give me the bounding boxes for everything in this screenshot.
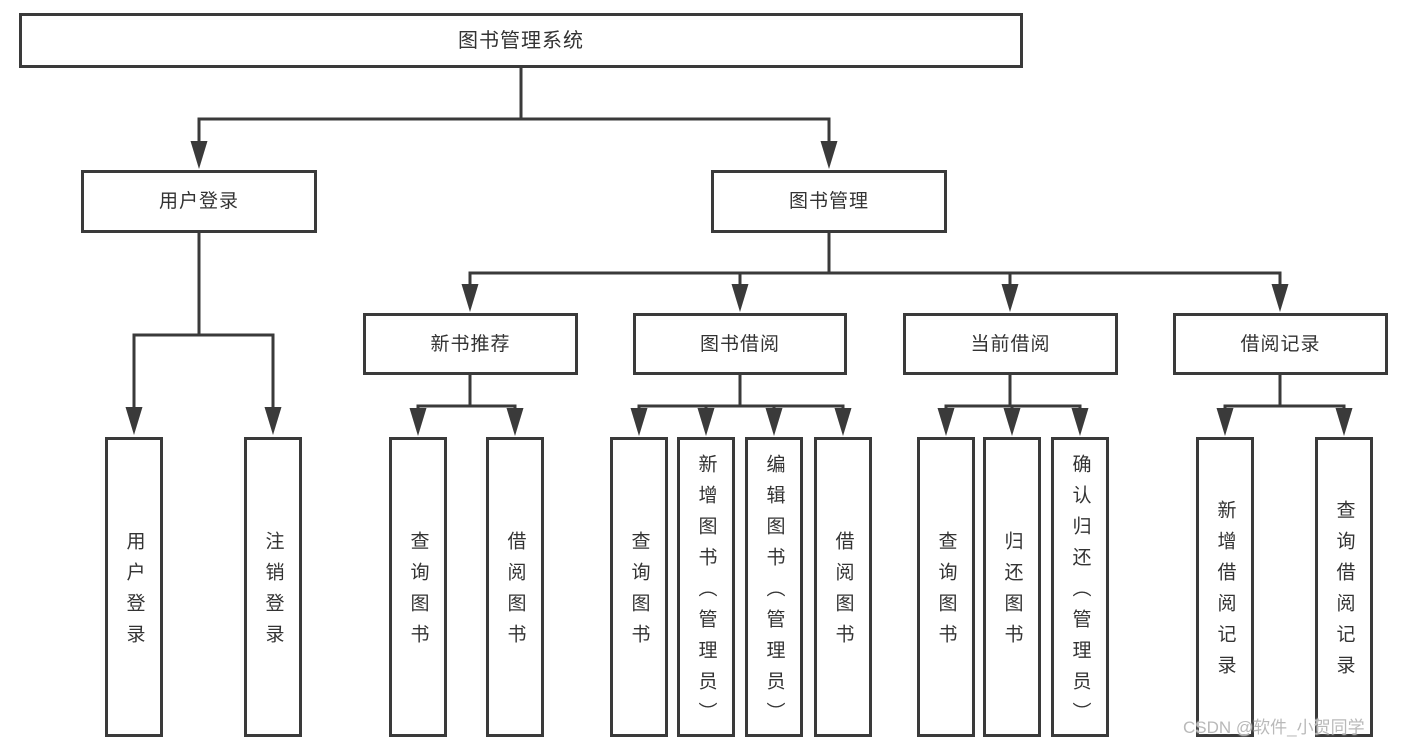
node-label: 图书管理: [788, 191, 869, 212]
arrowhead-icons: [125, 141, 1353, 436]
leaf-query-books-current: 查询图书: [917, 437, 975, 737]
leaf-query-books-borrow: 查询图书: [610, 437, 668, 737]
node-label: 查询借阅记录: [1333, 500, 1355, 686]
leaf-query-books-recommend: 查询图书: [389, 437, 447, 737]
node-book-management: 图书管理: [711, 170, 947, 233]
node-label: 用户登录: [158, 191, 239, 212]
leaf-edit-books-admin: 编辑图书（管理员）: [745, 437, 803, 737]
node-borrowing-records: 借阅记录: [1173, 313, 1388, 375]
node-new-book-recommend: 新书推荐: [363, 313, 578, 375]
leaf-add-borrow-record: 新增借阅记录: [1196, 437, 1254, 737]
node-book-borrowing: 图书借阅: [633, 313, 847, 375]
leaf-logout: 注销登录: [244, 437, 302, 737]
leaf-confirm-return-admin: 确认归还（管理员）: [1051, 437, 1109, 737]
leaf-borrow-books: 借阅图书: [814, 437, 872, 737]
node-label: 图书借阅: [699, 333, 780, 355]
node-user-login: 用户登录: [81, 170, 317, 233]
leaf-add-books-admin: 新增图书（管理员）: [677, 437, 735, 737]
node-label: 新增图书（管理员）: [695, 453, 717, 733]
leaf-query-borrow-record: 查询借阅记录: [1315, 437, 1373, 737]
node-current-borrowing: 当前借阅: [903, 313, 1118, 375]
node-label: 编辑图书（管理员）: [763, 453, 785, 733]
leaf-return-books: 归还图书: [983, 437, 1041, 737]
leaf-borrow-books-recommend: 借阅图书: [486, 437, 544, 737]
node-label: 借阅图书: [832, 531, 854, 655]
node-label: 图书管理系统: [458, 29, 584, 52]
node-label: 借阅记录: [1240, 333, 1321, 355]
node-label: 借阅图书: [504, 531, 526, 655]
node-label: 当前借阅: [970, 333, 1051, 355]
node-label: 用户登录: [123, 531, 145, 655]
node-label: 注销登录: [262, 531, 284, 655]
node-label: 新增借阅记录: [1214, 500, 1236, 686]
node-label: 查询图书: [628, 531, 650, 655]
watermark: CSDN @软件_小贺同学: [1183, 718, 1365, 737]
node-label: 确认归还（管理员）: [1069, 453, 1091, 733]
node-label: 新书推荐: [430, 333, 511, 355]
node-library-management-system: 图书管理系统: [19, 13, 1023, 68]
leaf-user-login: 用户登录: [105, 437, 163, 737]
node-label: 归还图书: [1001, 531, 1023, 655]
node-label: 查询图书: [935, 531, 957, 655]
node-label: 查询图书: [407, 531, 429, 655]
